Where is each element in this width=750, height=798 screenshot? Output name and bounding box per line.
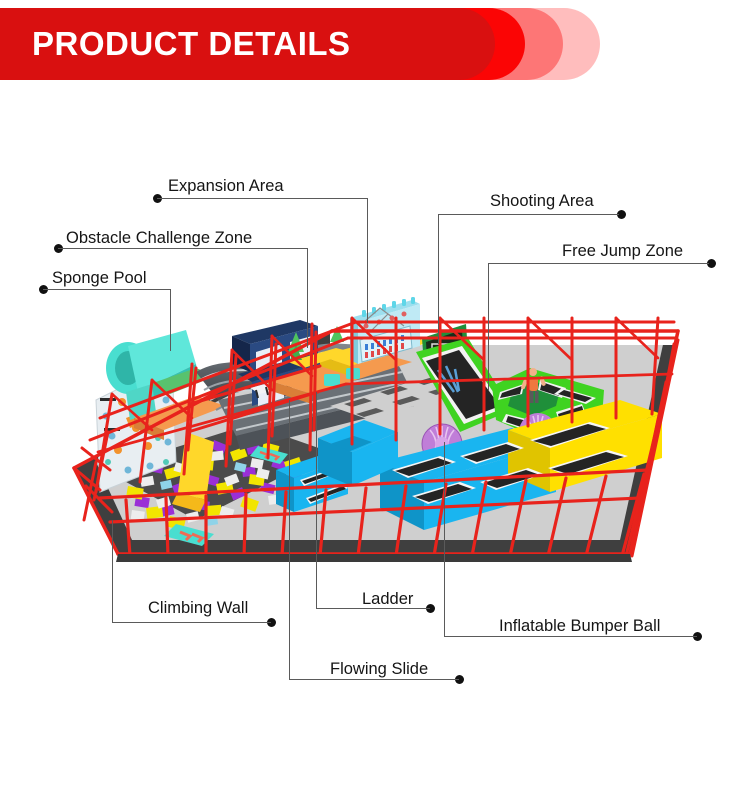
page-title: PRODUCT DETAILS	[32, 25, 351, 62]
callout-line-v-obstacle-challenge-zone	[307, 248, 308, 348]
red-safety-cage	[72, 316, 680, 558]
callout-label-inflatable-bumper-ball: Inflatable Bumper Ball	[499, 617, 661, 635]
trampoline-bank	[276, 400, 662, 530]
callout-line-h-obstacle-challenge-zone	[58, 248, 308, 249]
callout-label-ladder: Ladder	[362, 590, 414, 608]
callout-line-v-inflatable-bumper-ball	[444, 442, 445, 636]
callout-label-shooting-area: Shooting Area	[490, 192, 594, 210]
callout-label-sponge-pool: Sponge Pool	[52, 269, 147, 287]
callout-label-climbing-wall: Climbing Wall	[148, 599, 249, 617]
callout-label-expansion-area: Expansion Area	[168, 177, 284, 195]
callout-dot-ladder[interactable]	[426, 604, 435, 613]
expansion-area	[350, 297, 420, 364]
callout-line-h-expansion-area	[157, 198, 368, 199]
callout-dot-climbing-wall[interactable]	[267, 618, 276, 627]
jumper-figure	[521, 368, 546, 403]
callout-line-v-ladder	[316, 392, 317, 608]
callout-line-h-shooting-area	[438, 214, 619, 215]
park-scene-group	[72, 297, 680, 562]
page-header-banner: PRODUCT DETAILS	[0, 0, 750, 88]
callout-label-flowing-slide: Flowing Slide	[330, 660, 429, 678]
callout-line-h-inflatable-bumper-ball	[444, 636, 697, 637]
callout-line-v-flowing-slide	[289, 400, 290, 679]
banner-band-dark-red	[0, 8, 495, 80]
callout-dot-free-jump-zone[interactable]	[707, 259, 716, 268]
callout-line-v-free-jump-zone	[488, 263, 489, 391]
callout-line-v-shooting-area	[438, 214, 439, 344]
callout-line-v-sponge-pool	[170, 289, 171, 351]
callout-dot-shooting-area[interactable]	[617, 210, 626, 219]
callout-label-obstacle-challenge-zone: Obstacle Challenge Zone	[66, 229, 253, 247]
callout-line-v-climbing-wall	[112, 520, 113, 622]
callout-line-h-ladder	[316, 608, 430, 609]
callout-line-v-expansion-area	[367, 198, 368, 323]
callout-dot-flowing-slide[interactable]	[455, 675, 464, 684]
callout-line-h-climbing-wall	[112, 622, 271, 623]
callout-line-h-sponge-pool	[43, 289, 171, 290]
callout-line-h-flowing-slide	[289, 679, 459, 680]
callout-dot-inflatable-bumper-ball[interactable]	[693, 632, 702, 641]
callout-label-free-jump-zone: Free Jump Zone	[562, 242, 684, 260]
callout-line-h-free-jump-zone	[488, 263, 709, 264]
